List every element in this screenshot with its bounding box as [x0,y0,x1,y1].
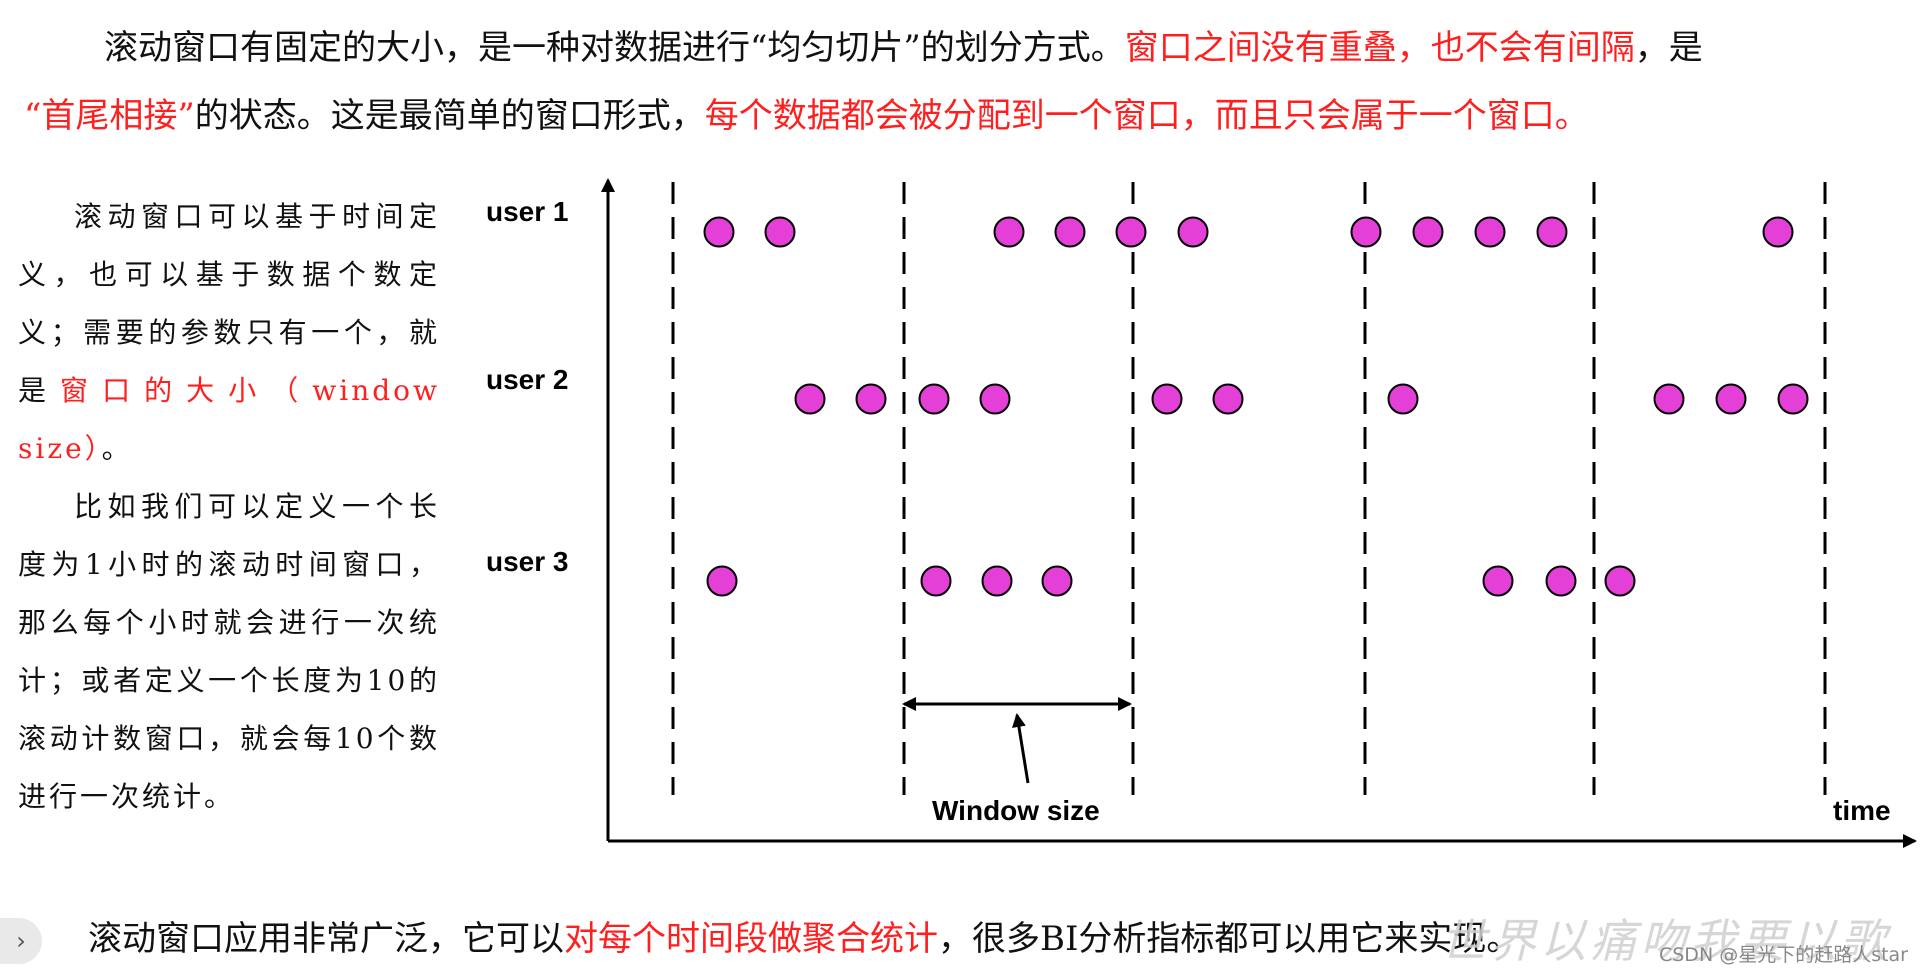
user-2-event-dot [979,383,1011,415]
time-axis-label: time [1833,795,1891,826]
expand-arrow-button[interactable]: › [0,918,42,964]
user-3-event-dot [1545,565,1577,597]
bottom-text-2: ，很多BI分析指标都可以用它来实现。 [938,919,1521,959]
intro-text-2: ，是 [1634,28,1703,68]
user-2-event-dot [1387,383,1419,415]
window-boundaries [671,182,1827,795]
row-label-user-1: user 1 [486,196,569,227]
user-1-event-dot [1536,216,1568,248]
user-1-event-dot [1054,216,1086,248]
bottom-text-1: 滚动窗口应用非常广泛，它可以 [88,919,564,959]
user-3-event-dot [706,565,738,597]
user-1-event-dot [1115,216,1147,248]
user-1-event-dot [1177,216,1209,248]
user-2-event-dot [794,383,826,415]
side-highlight: 窗口的大小（window size） [18,374,440,465]
user-2-event-dot [855,383,887,415]
intro-text-3: 的状态。这是最简单的窗口形式， [194,96,705,136]
user-3-event-dot [981,565,1013,597]
user-3-event-dot [1482,565,1514,597]
user-2-event-dot [1777,383,1809,415]
intro-highlight-2: “首尾相接” [24,96,195,136]
user-2-event-dot [918,383,950,415]
user-1-event-dot [764,216,796,248]
user-3-event-dot [1041,565,1073,597]
intro-highlight-1: 窗口之间没有重叠，也不会有间隔 [1124,28,1635,68]
csdn-credit: CSDN @星光下的赶路人star [1658,944,1908,966]
user-2-event-dot [1212,383,1244,415]
intro-highlight-3: 每个数据都会被分配到一个窗口，而且只会属于一个窗口。 [704,96,1589,136]
user-3-event-dot [1604,565,1636,597]
event-dots [703,216,1809,597]
intro-text-1: 滚动窗口有固定的大小，是一种对数据进行“均匀切片”的划分方式。 [104,28,1125,68]
user-2-event-dot [1151,383,1183,415]
window-size-label: Window size [932,795,1100,826]
row-label-user-3: user 3 [486,546,569,577]
user-2-event-dot [1653,383,1685,415]
side-text-1: 滚动窗口可以基于时间定义，也可以基于数据个数定义；需要的参数只有一个，就是 [18,200,440,407]
user-2-event-dot [1715,383,1747,415]
user-1-event-dot [1762,216,1794,248]
user-1-event-dot [993,216,1025,248]
watermark: 世界以痛吻我要以歌 [1440,914,1890,968]
row-label-user-2: user 2 [486,364,569,395]
user-1-event-dot [1350,216,1382,248]
intro-paragraph: 滚动窗口有固定的大小，是一种对数据进行“均匀切片”的划分方式。窗口之间没有重叠，… [24,14,1904,150]
tumbling-window-diagram: user 1 user 2 user 3 Window size time [486,178,1917,848]
side-text-end: 。 [101,432,133,465]
bottom-highlight: 对每个时间段做聚合统计 [564,919,938,959]
bottom-paragraph: 滚动窗口应用非常广泛，它可以对每个时间段做聚合统计，很多BI分析指标都可以用它来… [88,910,1520,968]
side-description: 滚动窗口可以基于时间定义，也可以基于数据个数定义；需要的参数只有一个，就是窗口的… [18,188,440,826]
side-paragraph-2: 比如我们可以定义一个长度为1小时的滚动时间窗口，那么每个小时就会进行一次统计；或… [18,490,440,813]
user-1-event-dot [703,216,735,248]
window-size-pointer [1012,713,1030,784]
user-3-event-dot [920,565,952,597]
side-paragraph-1: 滚动窗口可以基于时间定义，也可以基于数据个数定义；需要的参数只有一个，就是窗口的… [18,188,440,478]
user-1-event-dot [1474,216,1506,248]
user-1-event-dot [1412,216,1444,248]
